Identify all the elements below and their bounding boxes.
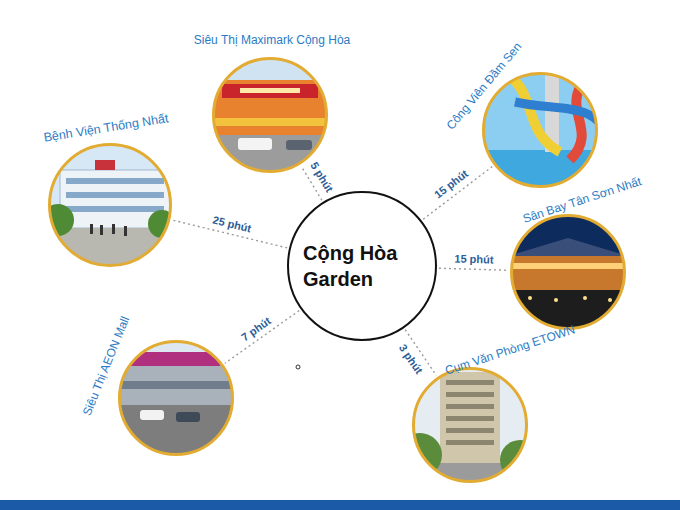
tree (500, 440, 540, 480)
ground (414, 463, 526, 483)
window-row (446, 428, 494, 433)
window-row (446, 416, 494, 421)
lamp (554, 298, 558, 302)
water-slide (570, 80, 585, 160)
project-name: Cộng Hòa Garden (303, 240, 421, 292)
hospital-photo (42, 143, 176, 268)
terminal-lights (508, 263, 628, 269)
office-tower (440, 372, 500, 467)
travel-time: 15 phút (430, 166, 472, 202)
person (112, 224, 115, 234)
place-circle: Siêu Thị Maximark Cộng Hòa (212, 57, 328, 173)
awning (212, 118, 328, 126)
travel-time: 7 phút (238, 313, 275, 344)
place-name: Bệnh Viện Thống Nhất (43, 111, 170, 145)
sign-letters (240, 88, 300, 93)
center-circle: Cộng Hòa Garden (287, 191, 437, 341)
water-park-photo (480, 70, 610, 190)
pool (480, 150, 600, 190)
distance-line (439, 268, 508, 270)
bottom-bar (0, 500, 680, 510)
window-row (446, 404, 494, 409)
window-row (446, 392, 494, 397)
window-row (66, 178, 164, 184)
mall-photo (120, 342, 232, 455)
person (124, 226, 127, 236)
place-name: Công Viên Đầm Sen (444, 40, 525, 133)
place-circle: Công Viên Đầm Sen (482, 72, 598, 188)
travel-time: 5 phút (307, 158, 336, 196)
place-name: Siêu Thị Maximark Cộng Hòa (194, 33, 351, 47)
place-circle: Bệnh Viện Thống Nhất (48, 143, 172, 267)
store-front (212, 80, 328, 135)
car (238, 138, 272, 150)
distance-line (225, 311, 299, 364)
tree (42, 204, 74, 236)
lamp (528, 296, 532, 300)
place-name: Cụm Văn Phòng ETOWN (443, 322, 577, 377)
road (120, 405, 232, 455)
lamp (583, 296, 587, 300)
terminal-roof (508, 238, 628, 256)
tree (398, 433, 442, 477)
travel-time: 15 phút (452, 253, 495, 266)
tree (148, 210, 176, 238)
supermarket-photo (212, 57, 328, 175)
window-row (446, 380, 494, 385)
terminal-building (508, 256, 628, 292)
hospital-logo (95, 160, 115, 170)
window-row (66, 192, 164, 198)
window-band (120, 381, 232, 389)
place-name: Siêu Thị AEON Mall (80, 314, 133, 417)
sky (480, 70, 600, 190)
window-row (66, 206, 164, 212)
small-dot (296, 365, 300, 369)
place-circle: Siêu Thị AEON Mall (118, 340, 234, 456)
store-sign (222, 84, 318, 98)
travel-time: 3 phút (395, 341, 426, 378)
person (100, 225, 103, 235)
sky (48, 143, 172, 267)
place-circle: Cụm Văn Phòng ETOWN (412, 367, 528, 483)
car (286, 140, 312, 150)
office-photo (398, 369, 540, 483)
sky (120, 342, 232, 454)
travel-time: 25 phút (210, 213, 255, 235)
airport-photo (508, 214, 628, 330)
mall-building (120, 362, 232, 407)
place-name: Sân Bay Tân Sơn Nhất (521, 174, 643, 226)
window-row (446, 440, 494, 445)
place-circle: Sân Bay Tân Sơn Nhất (510, 214, 626, 330)
car (176, 412, 200, 422)
lamp (608, 298, 612, 302)
distance-line (423, 166, 492, 219)
person (90, 224, 93, 234)
car (140, 410, 164, 420)
mall-sign (130, 352, 220, 366)
